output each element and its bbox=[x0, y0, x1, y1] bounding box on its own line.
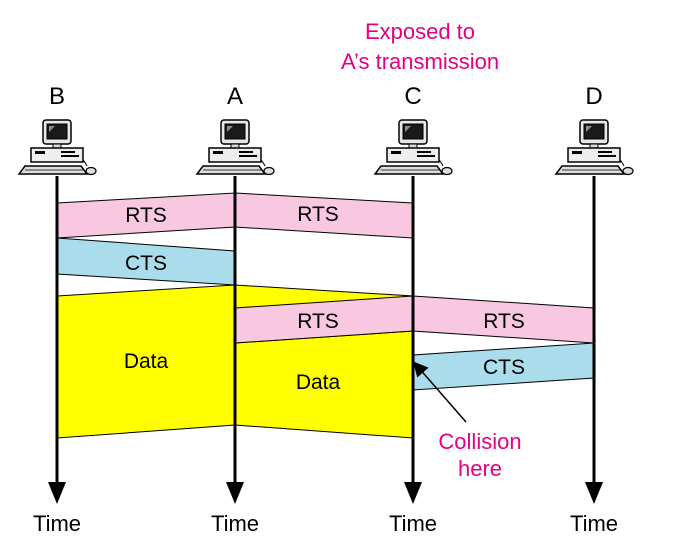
cts-label-d-c: CTS bbox=[483, 356, 525, 379]
rts-label-c-d: RTS bbox=[483, 310, 525, 333]
timeline-arrow-a bbox=[226, 482, 244, 504]
computer-icon-c bbox=[374, 119, 453, 176]
time-label-a: Time bbox=[211, 511, 259, 536]
time-label-b: Time bbox=[33, 511, 81, 536]
node-label-b: B bbox=[49, 83, 65, 110]
data-label-a: Data bbox=[296, 371, 341, 394]
exposed-note-line1: Exposed to bbox=[365, 19, 475, 44]
cts-label-a-b: CTS bbox=[125, 252, 167, 275]
computer-icon-a bbox=[196, 119, 275, 176]
time-label-c: Time bbox=[389, 511, 437, 536]
node-label-c: C bbox=[404, 83, 421, 110]
node-label-d: D bbox=[585, 83, 602, 110]
rts-label-b-a: RTS bbox=[125, 204, 167, 227]
timeline-arrow-b bbox=[48, 482, 66, 504]
timeline-arrow-d bbox=[585, 482, 603, 504]
time-label-d: Time bbox=[570, 511, 618, 536]
computer-icon-b bbox=[18, 119, 97, 176]
computer-icon-d bbox=[555, 119, 634, 176]
timeline-arrow-c bbox=[404, 482, 422, 504]
node-label-a: A bbox=[227, 83, 243, 110]
exposed-note-line2: A’s transmission bbox=[341, 49, 499, 74]
rts-label-a-c: RTS bbox=[297, 203, 339, 226]
collision-note-line2: here bbox=[458, 456, 502, 481]
data-label-b: Data bbox=[124, 350, 169, 373]
collision-arrow bbox=[413, 361, 467, 423]
rts-label-c-a: RTS bbox=[297, 310, 339, 333]
collision-note-line1: Collision bbox=[438, 429, 521, 454]
